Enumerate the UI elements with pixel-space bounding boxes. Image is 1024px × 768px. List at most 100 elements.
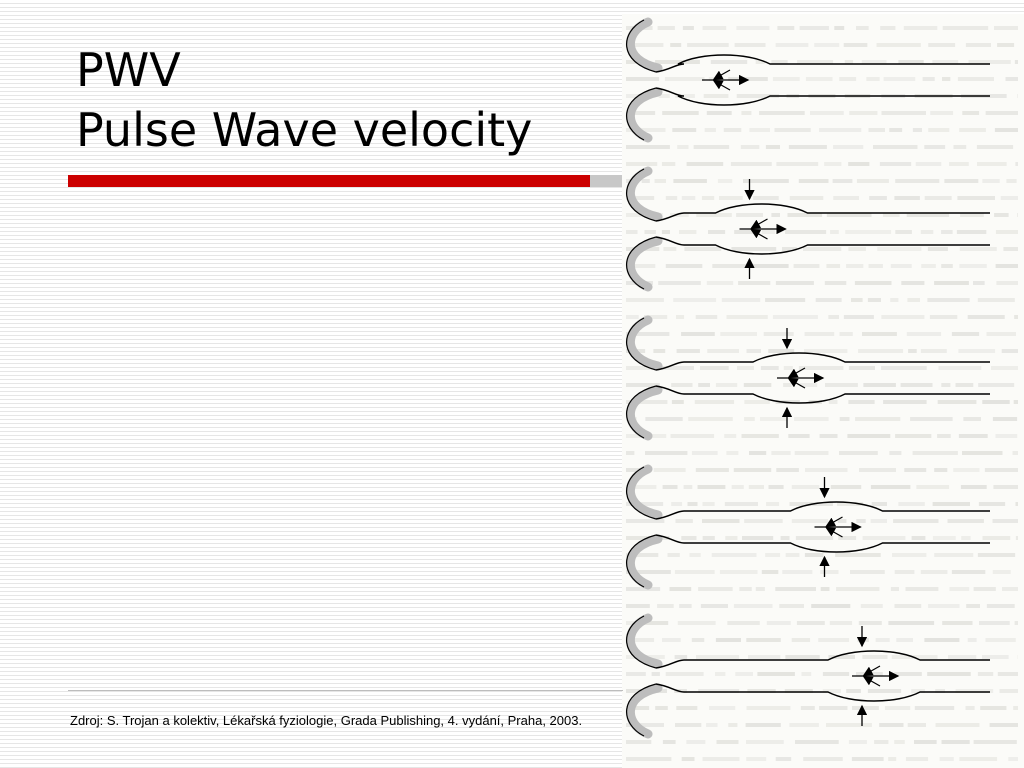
scan-text-fragment	[801, 706, 815, 710]
scan-text-fragment	[696, 468, 729, 472]
scan-text-fragment	[797, 621, 825, 625]
scan-text-fragment	[720, 570, 758, 574]
scan-text-fragment	[696, 315, 718, 319]
scan-text-fragment	[901, 281, 924, 285]
scan-text-fragment	[979, 502, 1005, 506]
scan-text-fragment	[702, 519, 740, 523]
scan-text-fragment	[863, 536, 906, 540]
diagram-panels	[627, 20, 990, 736]
scan-text-fragment	[858, 349, 903, 353]
scan-text-fragment	[681, 536, 696, 540]
scan-text-fragment	[744, 400, 769, 404]
scan-text-fragment	[987, 604, 1015, 608]
scan-text-fragment	[819, 128, 861, 132]
scan-text-fragment	[1002, 587, 1018, 591]
scan-text-fragment	[855, 417, 900, 421]
scan-text-fragment	[959, 264, 986, 268]
scan-text-fragment	[862, 332, 897, 336]
scan-text-fragment	[962, 451, 1003, 455]
scan-text-fragment	[671, 502, 682, 506]
scan-text-fragment	[831, 485, 861, 489]
scan-text-fragment	[767, 621, 791, 625]
scan-text-fragment	[952, 332, 979, 336]
pulse-wave-figure	[622, 14, 1024, 768]
slide-title: PWV Pulse Wave velocity	[76, 40, 532, 160]
scan-text-fragment	[790, 196, 824, 200]
scan-text-fragment	[1001, 196, 1018, 200]
scan-text-fragment	[934, 553, 973, 557]
scan-text-fragment	[702, 196, 714, 200]
scan-text-fragment	[783, 383, 791, 387]
scan-text-fragment	[744, 383, 772, 387]
scan-text-fragment	[662, 111, 699, 115]
scan-text-fragment	[848, 400, 874, 404]
scan-text-fragment	[672, 400, 684, 404]
scan-text-fragment	[882, 111, 927, 115]
scan-text-fragment	[857, 179, 889, 183]
scan-text-fragment	[759, 111, 805, 115]
scan-text-fragment	[836, 587, 879, 591]
scan-text-fragment	[930, 111, 953, 115]
scan-text-fragment	[762, 570, 779, 574]
scan-text-fragment	[938, 400, 977, 404]
scan-text-fragment	[998, 672, 1018, 676]
scan-text-fragment	[782, 570, 812, 574]
scan-text-fragment	[953, 468, 979, 472]
scan-text-fragment	[734, 604, 773, 608]
scan-text-fragment	[734, 468, 771, 472]
scan-text-fragment	[681, 332, 715, 336]
scan-text-fragment	[928, 604, 959, 608]
scan-text-fragment	[968, 315, 1005, 319]
scan-text-fragment	[799, 179, 829, 183]
scan-text-fragment	[894, 740, 905, 744]
scan-text-fragment	[847, 434, 890, 438]
scan-text-fragment	[658, 281, 701, 285]
scan-text-fragment	[921, 570, 948, 574]
scan-text-fragment	[949, 162, 969, 166]
scan-text-fragment	[663, 247, 676, 251]
scan-text-fragment	[655, 706, 668, 710]
scan-text-fragment	[963, 417, 981, 421]
scan-text-fragment	[796, 536, 833, 540]
scan-text-fragment	[707, 111, 732, 115]
recoil-arrow	[827, 528, 843, 537]
scan-text-fragment	[942, 621, 972, 625]
scan-text-fragment	[1006, 179, 1016, 183]
scan-text-fragment	[785, 230, 826, 234]
scan-text-fragment	[658, 26, 675, 30]
scan-text-fragment	[877, 43, 921, 47]
scan-text-fragment	[968, 638, 977, 642]
scan-text-fragment	[978, 553, 1015, 557]
scan-text-fragment	[737, 366, 754, 370]
scan-text-fragment	[771, 451, 790, 455]
scan-text-fragment	[802, 672, 812, 676]
scan-text-fragment	[848, 162, 869, 166]
scan-text-fragment	[668, 553, 680, 557]
scan-text-fragment	[1016, 536, 1018, 540]
scan-text-fragment	[916, 162, 942, 166]
scan-text-fragment	[683, 26, 694, 30]
scan-text-fragment	[936, 723, 980, 727]
scan-text-fragment	[974, 587, 996, 591]
scan-text-fragment	[958, 77, 994, 81]
scan-text-fragment	[948, 655, 976, 659]
scan-text-fragment	[706, 723, 717, 727]
scan-text-fragment	[890, 298, 898, 302]
scan-text-fragment	[712, 264, 746, 268]
scan-text-fragment	[871, 485, 911, 489]
scan-text-fragment	[736, 26, 769, 30]
scan-text-fragment	[769, 485, 784, 489]
scan-text-fragment	[768, 349, 794, 353]
scan-text-fragment	[626, 519, 664, 523]
scan-text-fragment	[688, 417, 733, 421]
scan-text-fragment	[703, 502, 715, 506]
scan-text-fragment	[1014, 315, 1018, 319]
scan-text-fragment	[746, 757, 766, 761]
scan-text-fragment	[852, 706, 879, 710]
scan-text-fragment	[973, 281, 985, 285]
scan-text-fragment	[888, 621, 934, 625]
scan-text-fragment	[979, 621, 1010, 625]
scan-text-fragment	[966, 706, 975, 710]
scan-text-fragment	[941, 264, 953, 268]
scan-text-fragment	[820, 434, 838, 438]
